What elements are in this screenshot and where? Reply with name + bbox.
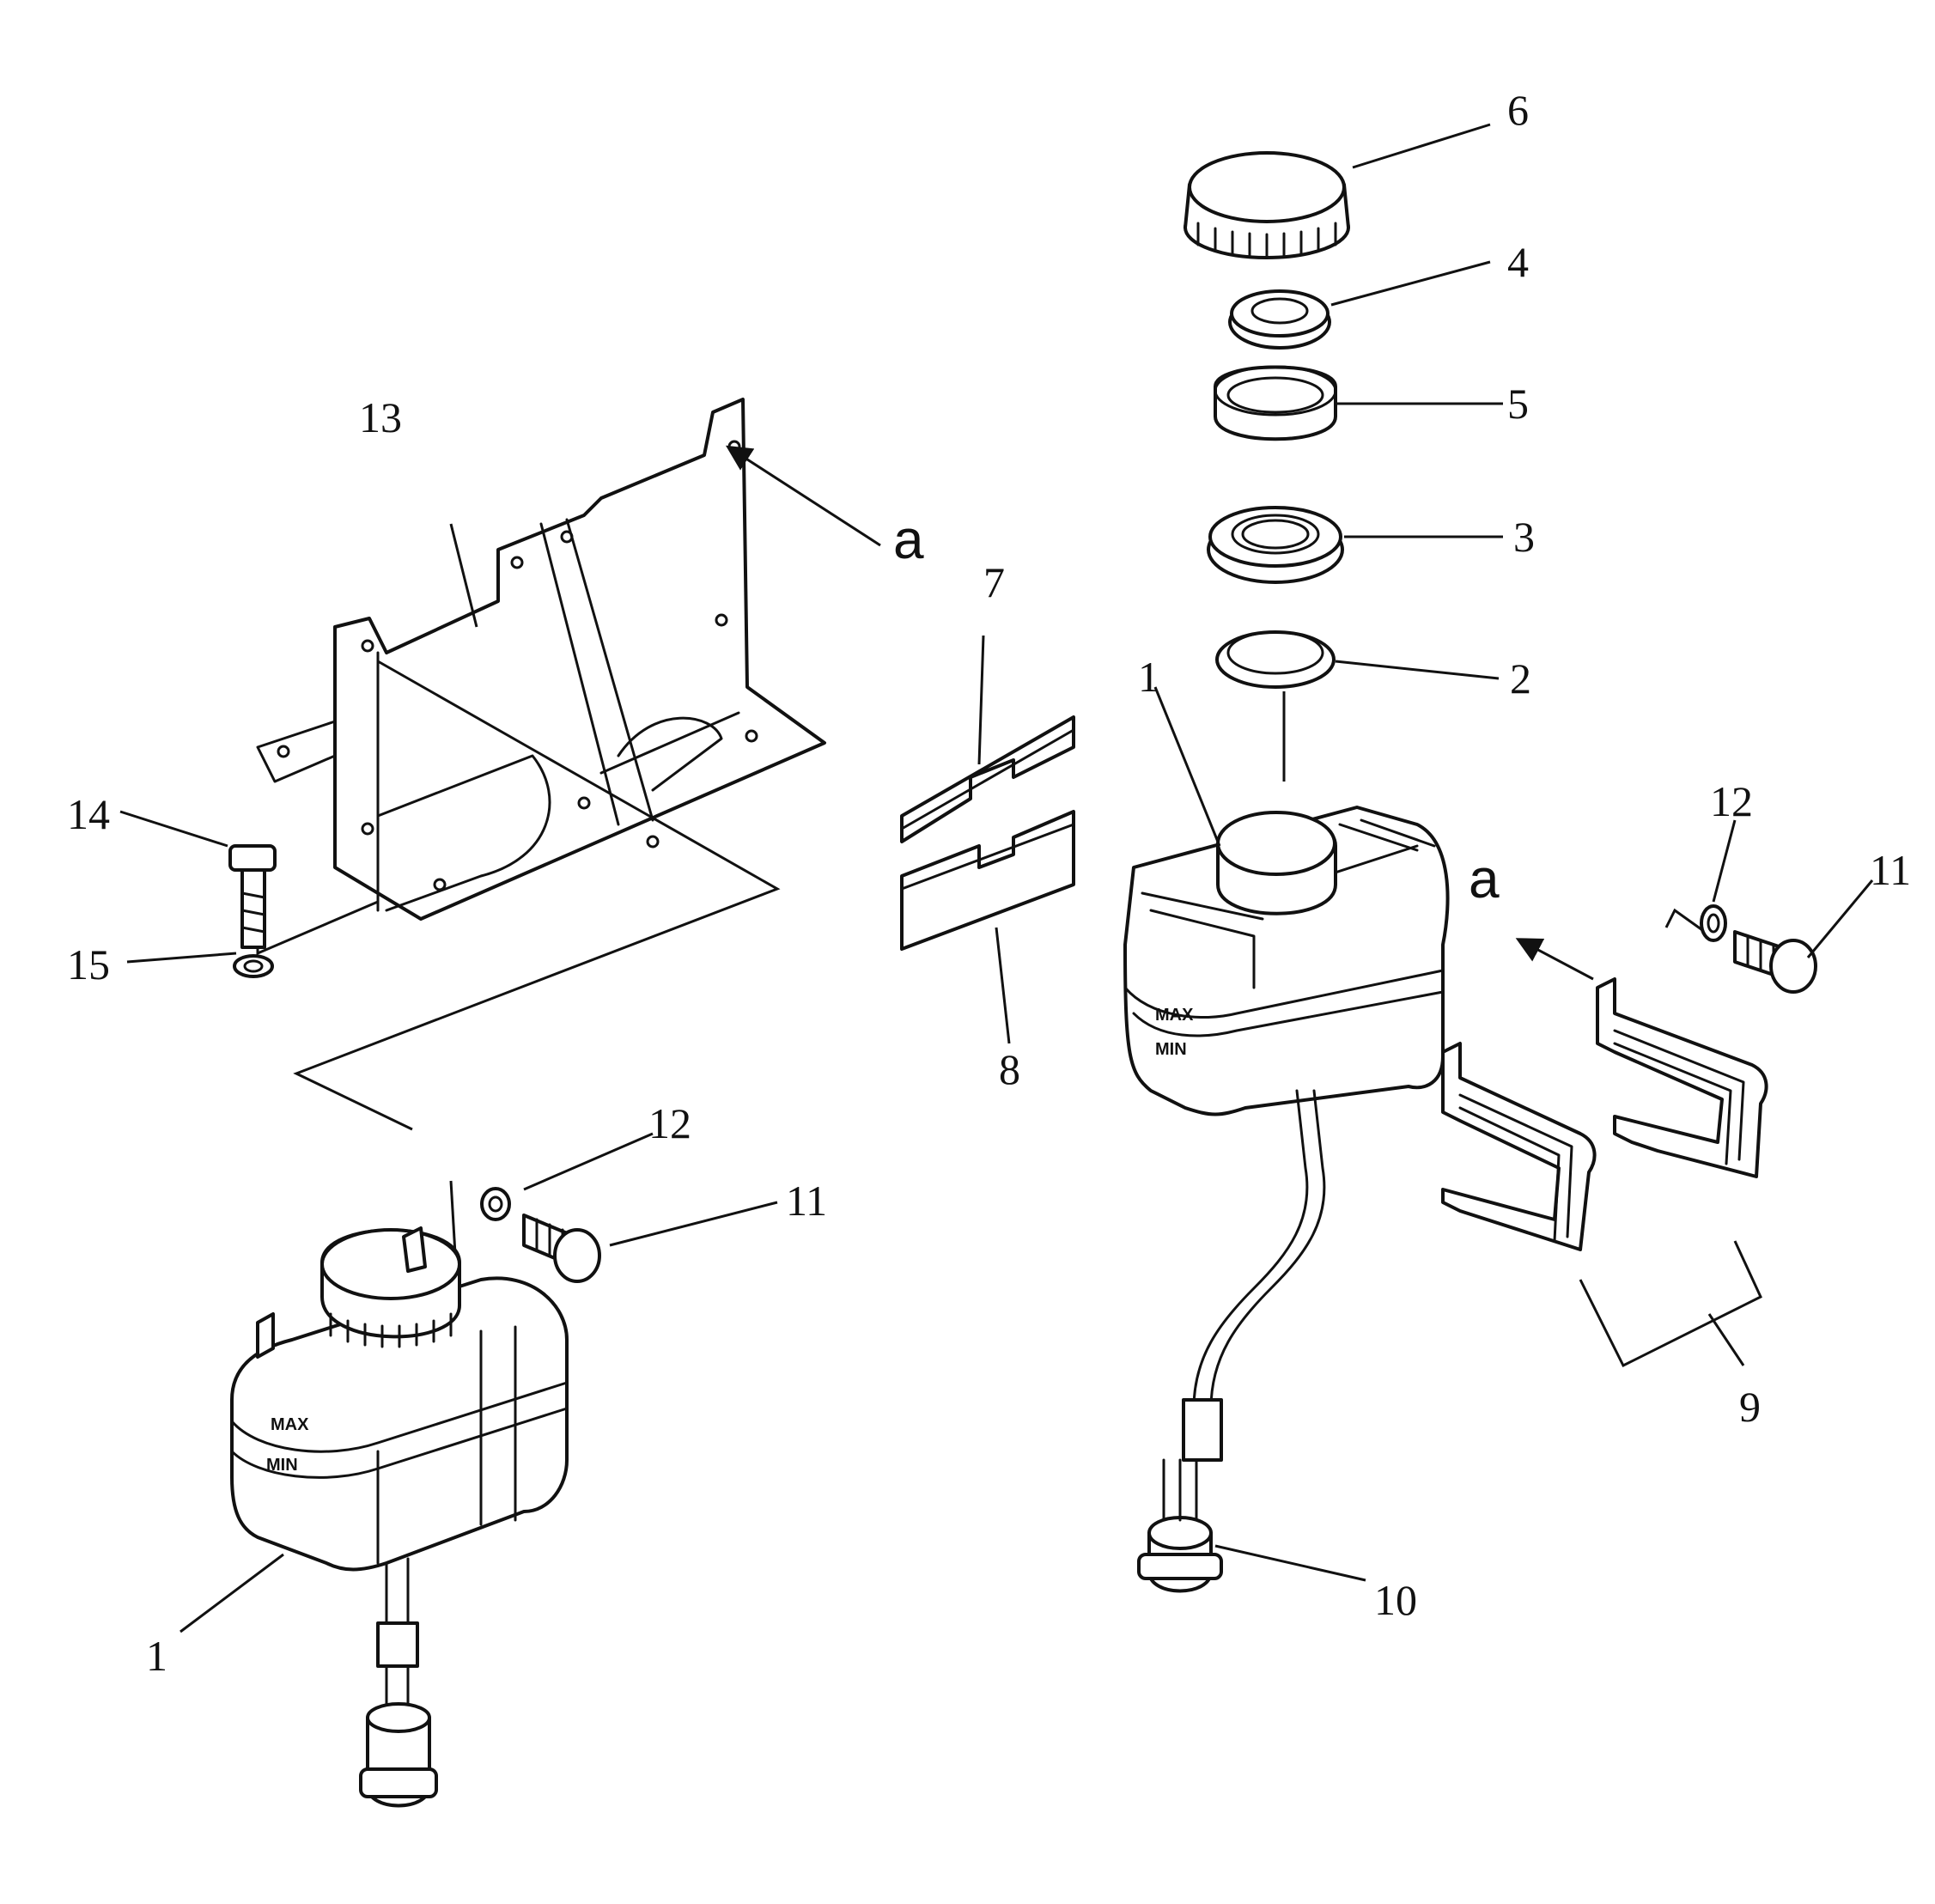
callout-1-left: 1: [146, 1632, 167, 1680]
bolt-14: [228, 844, 277, 949]
view-label-a-right: a: [1469, 848, 1500, 909]
callout-14: 14: [67, 790, 110, 838]
tank-right-min: MIN: [1155, 1040, 1187, 1059]
tank-right: MAX MIN: [1123, 806, 1450, 1116]
callout-2: 2: [1510, 654, 1531, 703]
connector-left: [359, 1702, 438, 1808]
callout-6: 6: [1507, 86, 1529, 134]
callout-12-left: 12: [648, 1099, 691, 1147]
plate-7: [900, 715, 1075, 843]
tank-left-min: MIN: [266, 1456, 298, 1475]
callout-11-left: 11: [786, 1177, 827, 1225]
view-label-a-top: a: [893, 508, 924, 570]
washer-12-left: [480, 1187, 511, 1221]
callout-3: 3: [1513, 513, 1535, 561]
washer-12-right: [1700, 904, 1727, 942]
bolt-11-left: [522, 1214, 601, 1283]
callout-labels: 6 4 5 3 2 1 7 8 13 14 15 12 11 12 11 9 1…: [67, 86, 1911, 1680]
wire-harness-right: [1182, 1089, 1326, 1462]
bolt-11-right: [1733, 930, 1817, 994]
wire-harness-left: [376, 1557, 419, 1711]
band-9: [1441, 977, 1768, 1368]
callout-11-right: 11: [1870, 846, 1911, 894]
callout-8: 8: [999, 1045, 1020, 1093]
connector-10: [1137, 1458, 1223, 1593]
callout-5: 5: [1507, 380, 1529, 428]
callout-10: 10: [1374, 1576, 1417, 1624]
callout-1-right: 1: [1138, 653, 1159, 701]
callout-15: 15: [67, 940, 110, 988]
tank-left-max: MAX: [271, 1415, 309, 1434]
callout-12-right: 12: [1710, 777, 1753, 825]
seal-3: [1207, 506, 1344, 584]
callout-4: 4: [1507, 238, 1529, 286]
tank-left: MAX MIN: [230, 1226, 569, 1572]
gasket-2: [1215, 630, 1336, 689]
callout-13: 13: [359, 393, 402, 441]
callout-9: 9: [1739, 1383, 1761, 1431]
cap-6: [1184, 151, 1350, 259]
ring-5: [1214, 365, 1337, 441]
leader-lines: [119, 123, 1874, 1633]
tank-right-max: MAX: [1155, 1006, 1194, 1025]
callout-7: 7: [983, 558, 1005, 606]
bracket-13: [256, 398, 826, 921]
seal-4: [1228, 289, 1331, 350]
plate-8: [900, 810, 1075, 951]
washer-15: [233, 954, 274, 978]
